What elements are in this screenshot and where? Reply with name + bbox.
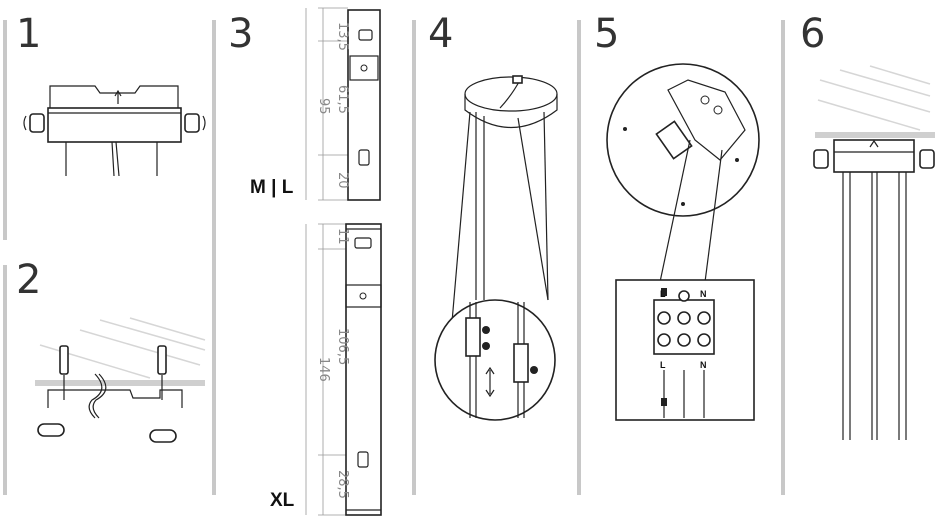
separator-4-left	[412, 20, 416, 495]
size-label-ml: M | L	[250, 177, 294, 198]
step3-profile-ml	[305, 7, 381, 201]
terminal-top-n: N	[700, 289, 707, 299]
separator-3-left	[212, 20, 216, 495]
step-number-3: 3	[228, 11, 254, 57]
dim-xl-total: 146	[316, 357, 331, 382]
step5-wiring-drawing	[606, 63, 760, 421]
step1-canopy-drawing	[23, 85, 206, 177]
dim-xl-bottom: 28,5	[335, 470, 350, 499]
dim-ml-middle: 61,5	[335, 85, 350, 114]
dim-ml-bottom: 20	[335, 172, 350, 189]
separator-1-left	[3, 20, 7, 240]
dim-xl-middle: 106,5	[335, 328, 350, 365]
terminal-bottom-l: L	[660, 360, 666, 370]
step-number-1: 1	[16, 11, 42, 57]
size-label-xl: XL	[270, 490, 295, 511]
separator-5-left	[577, 20, 581, 495]
step-number-5: 5	[594, 11, 620, 57]
separator-6-left	[781, 20, 785, 495]
step-number-2: 2	[16, 257, 42, 303]
step-number-4: 4	[428, 11, 454, 57]
step2-bracket-drawing	[35, 317, 206, 443]
step-number-6: 6	[800, 11, 826, 57]
dim-ml-top: 13,5	[335, 22, 350, 51]
terminal-top-l: L	[660, 289, 666, 299]
step4-suspension-drawing	[434, 75, 558, 421]
dim-ml-total: 95	[316, 98, 331, 115]
step6-mounted-drawing	[813, 65, 935, 440]
dim-xl-top: 11	[335, 228, 350, 245]
separator-2-left	[3, 265, 7, 495]
terminal-bottom-n: N	[700, 360, 707, 370]
step3-profile-xl	[305, 223, 382, 516]
